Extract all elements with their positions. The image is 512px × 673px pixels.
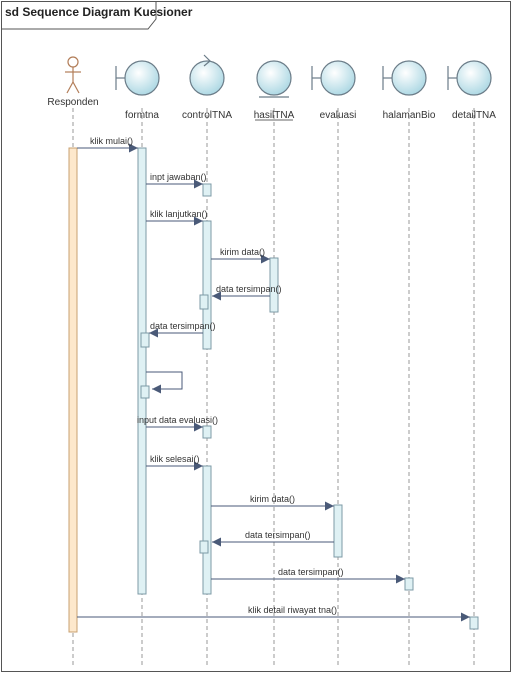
message-label: data tersimpan(): [150, 321, 216, 331]
activation-bar-controltna: [202, 465, 212, 595]
frame-title: sd Sequence Diagram Kuesioner: [5, 5, 193, 19]
boundary-icon: [456, 60, 492, 96]
activation-bar-formtna: [140, 332, 150, 348]
message-2: inpt jawaban(): [146, 172, 207, 189]
activation-bar-controltna: [202, 183, 212, 197]
participant-label-hasiltna: hasilTNA: [254, 110, 295, 121]
activation-bar-controltna: [199, 540, 209, 554]
message-7: [146, 371, 183, 394]
message-13: klik detail riwayat tna(): [77, 605, 470, 622]
activation-bar-halamanbio: [404, 577, 414, 591]
message-11: data tersimpan(): [212, 530, 334, 547]
activation-bar-formtna: [137, 147, 147, 595]
message-label: klik lanjutkan(): [150, 209, 208, 219]
message-9: klik selesai(): [146, 454, 203, 471]
message-8: input data evaluasi(): [137, 415, 218, 432]
message-arrow: [146, 371, 183, 394]
participant-detailtna: detailTNA: [447, 60, 496, 665]
activation-bar-detailtna: [469, 616, 479, 630]
entity-icon: [256, 60, 292, 96]
message-10: kirim data(): [211, 494, 334, 511]
message-label: data tersimpan(): [278, 567, 344, 577]
activation-bar-responden: [68, 147, 78, 633]
message-4: kirim data(): [211, 247, 270, 264]
participant-label-detailtna: detailTNA: [452, 110, 496, 121]
participant-hasiltna: hasilTNA: [254, 60, 295, 665]
activation-bar-hasiltna: [269, 257, 279, 313]
participant-label-responden: Responden: [47, 97, 98, 108]
participant-evaluasi: evaluasi: [311, 60, 357, 665]
actor-icon: [65, 56, 81, 94]
message-label: kirim data(): [250, 494, 295, 504]
participant-halamanbio: halamanBio: [382, 60, 436, 665]
control-icon-arrow: [203, 54, 211, 67]
message-1: klik mulai(): [77, 136, 138, 153]
message-label: data tersimpan(): [245, 530, 311, 540]
message-label: data tersimpan(): [216, 284, 282, 294]
participant-label-evaluasi: evaluasi: [320, 110, 357, 121]
message-12: data tersimpan(): [211, 567, 405, 584]
frame-tab: [1, 1, 157, 30]
activation-bar-controltna: [202, 425, 212, 439]
activation-bar-evaluasi: [333, 504, 343, 558]
message-label: input data evaluasi(): [137, 415, 218, 425]
message-label: klik detail riwayat tna(): [248, 605, 337, 615]
participant-label-controltna: controlTNA: [182, 110, 232, 121]
boundary-icon: [391, 60, 427, 96]
participant-label-halamanbio: halamanBio: [383, 110, 436, 121]
message-label: klik selesai(): [150, 454, 200, 464]
control-icon: [189, 60, 225, 96]
activation-bar-controltna: [202, 220, 212, 350]
boundary-icon: [320, 60, 356, 96]
message-6: data tersimpan(): [149, 321, 216, 338]
message-5: data tersimpan(): [212, 284, 282, 301]
boundary-icon: [124, 60, 160, 96]
participant-label-formtna: formtna: [125, 110, 159, 121]
message-label: inpt jawaban(): [150, 172, 207, 182]
activation-bar-formtna: [140, 385, 150, 399]
message-3: klik lanjutkan(): [146, 209, 208, 226]
activation-bar-controltna: [199, 294, 209, 310]
message-label: klik mulai(): [90, 136, 133, 146]
message-label: kirim data(): [220, 247, 265, 257]
